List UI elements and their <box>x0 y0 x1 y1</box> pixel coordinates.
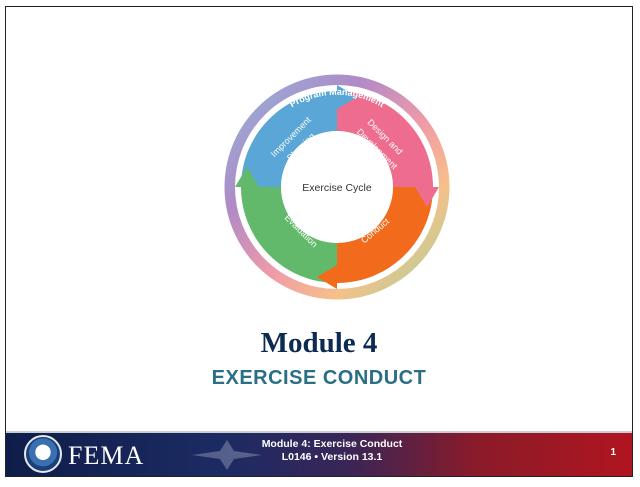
page-number: 1 <box>610 447 616 458</box>
exercise-cycle-center-label: Exercise Cycle <box>302 182 372 194</box>
star-icon <box>192 440 262 470</box>
slide-subtitle: EXERCISE CONDUCT <box>6 367 632 390</box>
exercise-cycle-diagram: Program Management Improvement Planning … <box>217 67 457 307</box>
footer-line-1: Module 4: Exercise Conduct <box>261 438 403 450</box>
fema-logo: FEMA <box>68 441 145 470</box>
slide-title: Module 4 <box>260 327 378 359</box>
subtitle-text: EXERCISE CONDUCT <box>211 367 427 389</box>
dhs-seal-icon <box>24 435 62 473</box>
footer-module-info: Module 4: Exercise Conduct L0146 • Versi… <box>239 438 425 464</box>
design-development-segment <box>337 91 433 187</box>
footer-line-2: L0146 • Version 13.1 <box>281 451 383 463</box>
footer-banner: FEMA Module 4: Exercise Conduct L0146 • … <box>6 431 632 476</box>
evaluation-segment <box>241 187 337 283</box>
conduct-segment <box>337 187 433 283</box>
program-management-ring <box>224 74 450 300</box>
improvement-planning-segment <box>241 91 337 187</box>
slide: Program Management Improvement Planning … <box>5 6 633 477</box>
